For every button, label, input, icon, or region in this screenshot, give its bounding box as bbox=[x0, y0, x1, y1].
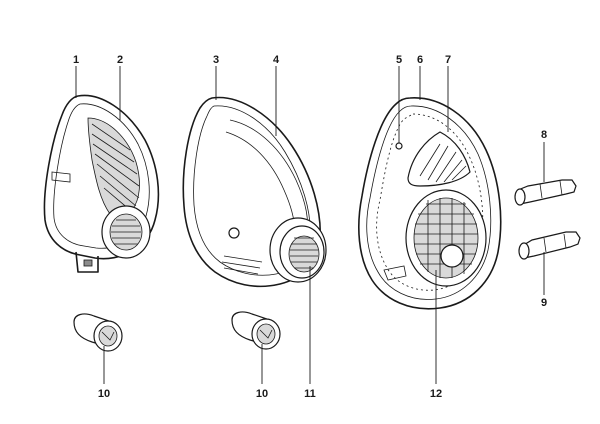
callout-6: 6 bbox=[417, 54, 423, 66]
callout-10-right: 10 bbox=[256, 388, 268, 400]
callout-10-left: 10 bbox=[98, 388, 110, 400]
callout-4: 4 bbox=[273, 54, 280, 66]
callout-12: 12 bbox=[430, 388, 442, 400]
right-lamp-housing bbox=[358, 97, 502, 310]
bulb-lower bbox=[518, 231, 581, 260]
callout-8: 8 bbox=[541, 129, 547, 141]
callout-11: 11 bbox=[304, 388, 316, 400]
left-lamp-housing bbox=[43, 94, 160, 273]
callout-1: 1 bbox=[73, 54, 79, 66]
callout-2: 2 bbox=[117, 54, 123, 66]
leader-lines bbox=[75, 66, 545, 384]
callout-3: 3 bbox=[213, 54, 219, 66]
bulb-upper bbox=[514, 179, 577, 206]
callout-7: 7 bbox=[445, 54, 451, 66]
callout-5: 5 bbox=[396, 54, 402, 66]
socket-right bbox=[231, 311, 281, 350]
callout-9: 9 bbox=[541, 297, 547, 309]
callouts: 1 2 3 4 5 6 7 8 9 10 10 11 12 bbox=[73, 54, 547, 400]
socket-left bbox=[73, 313, 123, 352]
middle-lamp-housing bbox=[182, 96, 327, 288]
